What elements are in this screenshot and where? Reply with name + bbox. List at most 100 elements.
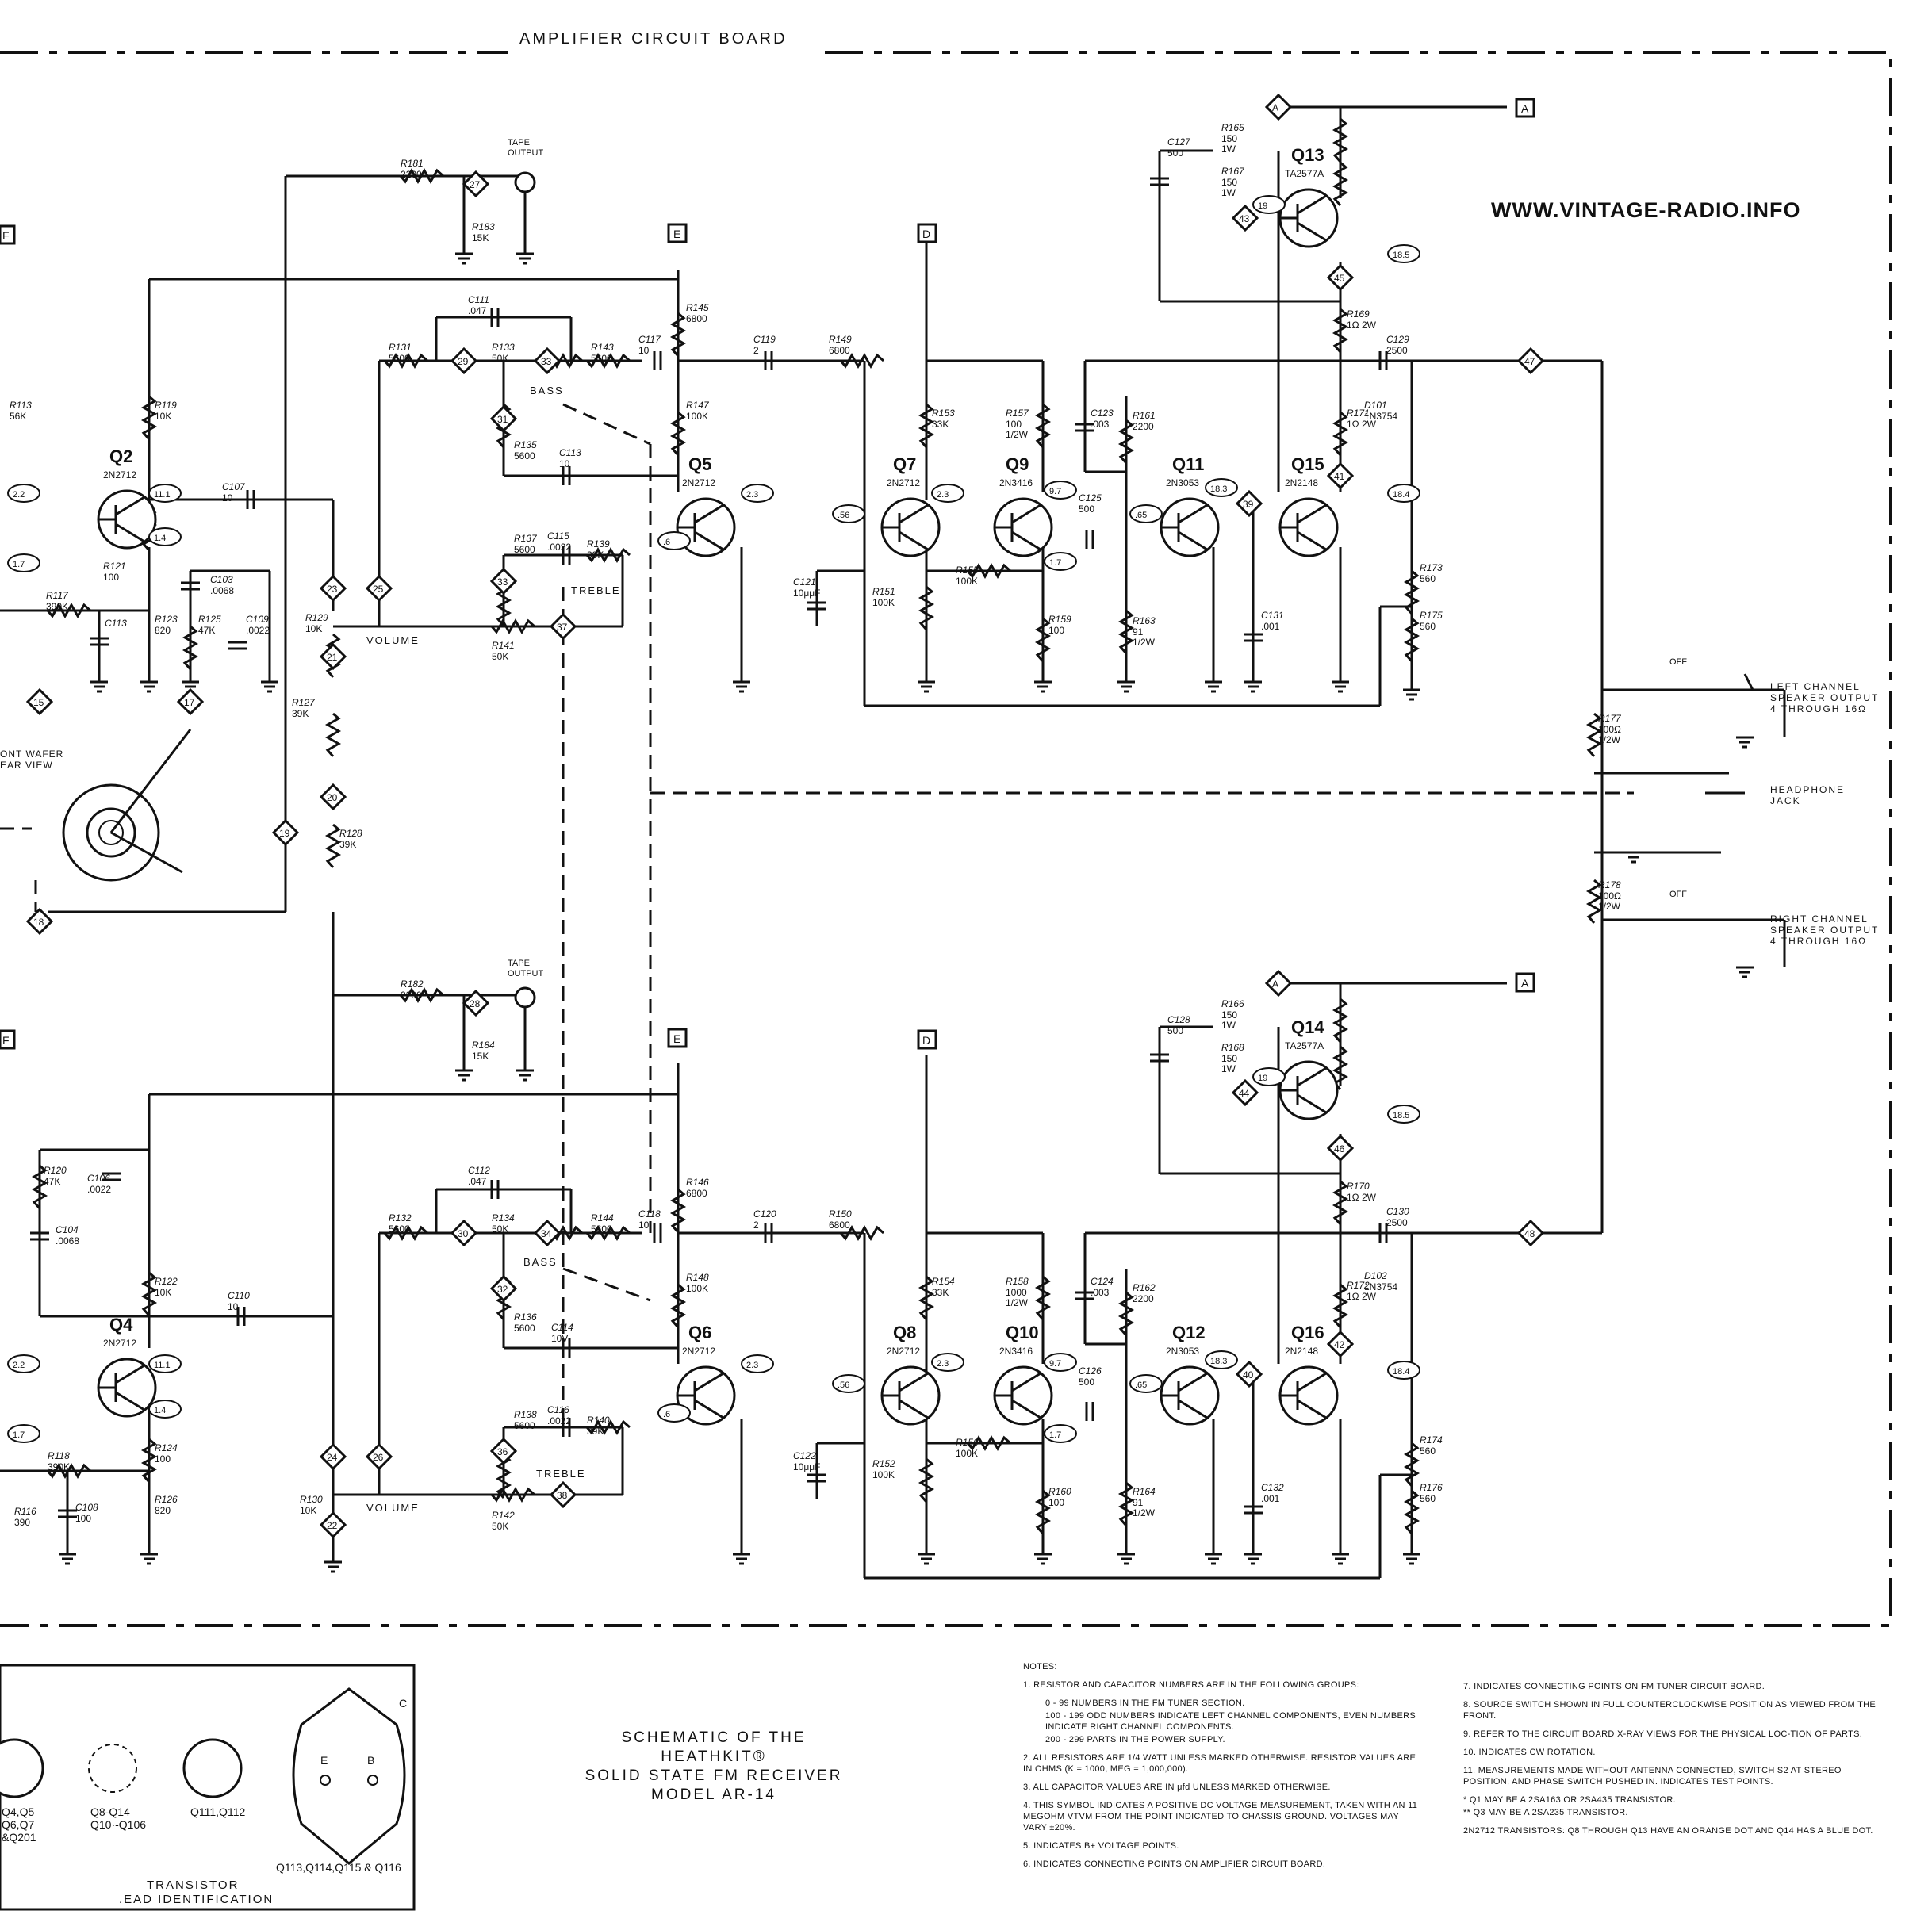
top-connector-label: 18 [33,917,44,928]
bottom-connector-label: 38 [557,1490,568,1501]
transistor-collector-lead [1297,1372,1327,1392]
voltage-oval-icon [1387,244,1420,263]
resistor-icon [1403,569,1420,615]
bottom-component-ref: R184 [472,1040,495,1051]
top-component-value: 5600 [389,353,410,364]
connector-diamond-icon [549,612,577,641]
transistor-type-label: TA2577A [1285,1040,1324,1051]
note-5: 5. INDICATES B+ VOLTAGE POINTS. [1023,1841,1179,1851]
voltage-oval-icon [148,1400,182,1419]
top-component-value: 10K [155,411,171,422]
transistor-collector-lead [1011,1372,1041,1392]
bplus-label-e: E [673,228,680,240]
top-component-value: .0068 [210,585,234,596]
resistor-icon [585,546,631,564]
transistor-id-label: Q4 [109,1315,133,1335]
connector-diamond-icon [450,1219,478,1247]
top-component-value: 2200 [1133,421,1154,432]
notes-left: NOTES: 1. RESISTOR AND CAPACITOR NUMBERS… [1023,1661,1420,1877]
bottom-voltage-label: 18.5 [1393,1111,1409,1120]
top-component-value: 100K [956,576,978,587]
top-component-value: 10K [305,623,322,634]
bottom-component-value: 390 [14,1517,30,1528]
top-component-value: 6800 [686,313,707,324]
top-component-ref: R167 [1221,166,1245,177]
resistor-icon [383,352,428,370]
transistor-emitter-lead [115,1391,145,1411]
bottom-component-ref: R118 [48,1450,70,1461]
resistor-icon [140,1438,158,1483]
ganged-control-links [0,403,1634,1427]
board-border [0,51,1892,1627]
bottom-component-ref: R176 [1420,1482,1443,1493]
note-7: 7. INDICATES CONNECTING POINTS ON FM TUN… [1463,1682,1765,1691]
bplus-label-d2: D [922,1034,930,1047]
top-component-value: 5600 [514,544,535,555]
top-connector-label: 33 [497,576,508,588]
top-component-ref: R175 [1420,610,1443,621]
bottom-component-value: 100K [872,1469,895,1480]
transistor-type-label: 2N2712 [682,1346,715,1357]
bottom-component-value: .001 [1261,1493,1280,1504]
voltage-oval-icon [931,1353,964,1372]
bottom-component-ref: C130 [1386,1206,1409,1217]
ground-symbols [59,252,1754,1573]
bottom-component-value: 10 [638,1220,650,1231]
transistor-type-label: 2N3053 [1166,477,1199,488]
bottom-component-value: 6800 [829,1220,850,1231]
resistor-symbols [31,117,1603,1534]
connector-diamond-icon [319,1442,347,1471]
bplus-label-d: D [922,228,930,240]
resistor-icon [1332,1180,1349,1225]
resistor-icon [1332,411,1349,456]
bottom-component-ref: C124 [1091,1276,1114,1287]
top-component-value: 820 [155,625,171,636]
top-component-ref: R137 [514,533,538,544]
bottom-component-value: 2200 [1133,1293,1154,1304]
resistor-icon [585,1419,631,1436]
title-block: SCHEMATIC OF THE HEATHKIT® SOLID STATE F… [555,1729,872,1805]
top-component-ref: R127 [292,697,316,708]
bottom-component-ref: C114 [551,1322,573,1333]
bottom-component-ref: R160 [1048,1486,1071,1497]
resistor-icon [669,1283,687,1328]
top-connector-label: 15 [33,697,44,708]
resistor-icon [1332,161,1349,206]
voltage-oval-icon [1044,552,1077,571]
top-component-ref: C127 [1167,136,1191,147]
transistor-collector-lead [899,504,929,524]
pkg3-label: Q111,Q112 [190,1806,245,1818]
bottom-component-ref: R124 [155,1442,178,1453]
top-voltage-label: 11.1 [154,490,171,500]
voltage-oval-icon [1044,481,1077,500]
connector-diamond-icon [319,783,347,811]
bottom-component-ref: R130 [300,1494,323,1505]
bottom-component-ref: C118 [638,1208,661,1220]
bottom-component-ref: R152 [872,1458,895,1469]
top-component-ref: R177 [1598,713,1622,724]
transistor-emitter-lead [694,530,724,551]
top-connector-label: 19 [279,828,290,839]
bottom-component-ref: C128 [1167,1014,1190,1025]
top-component-ref: C117 [638,334,661,345]
bottom-component-value: 5600 [514,1420,535,1431]
top-component-ref: R133 [492,342,515,353]
top-connector-label: 25 [373,584,384,595]
transistor-id-label: Q8 [893,1323,916,1342]
connector-diamond-icon [489,1437,518,1465]
transistor-id-label: Q10 [1006,1323,1039,1342]
top-component-ref: R165 [1221,122,1244,133]
top-component-ref: R173 [1420,562,1443,573]
bottom-channel-wiring [0,912,1604,1580]
bottom-connector-label: 24 [327,1452,338,1463]
title-line-4: MODEL AR-14 [651,1786,776,1803]
note-14: 2N2712 TRANSISTORS: Q8 THROUGH Q13 HAVE … [1463,1826,1873,1836]
top-component-ref: C123 [1091,408,1114,419]
bottom-component-value: 10 [228,1301,239,1312]
bplus-label-f2: F [2,1034,10,1047]
